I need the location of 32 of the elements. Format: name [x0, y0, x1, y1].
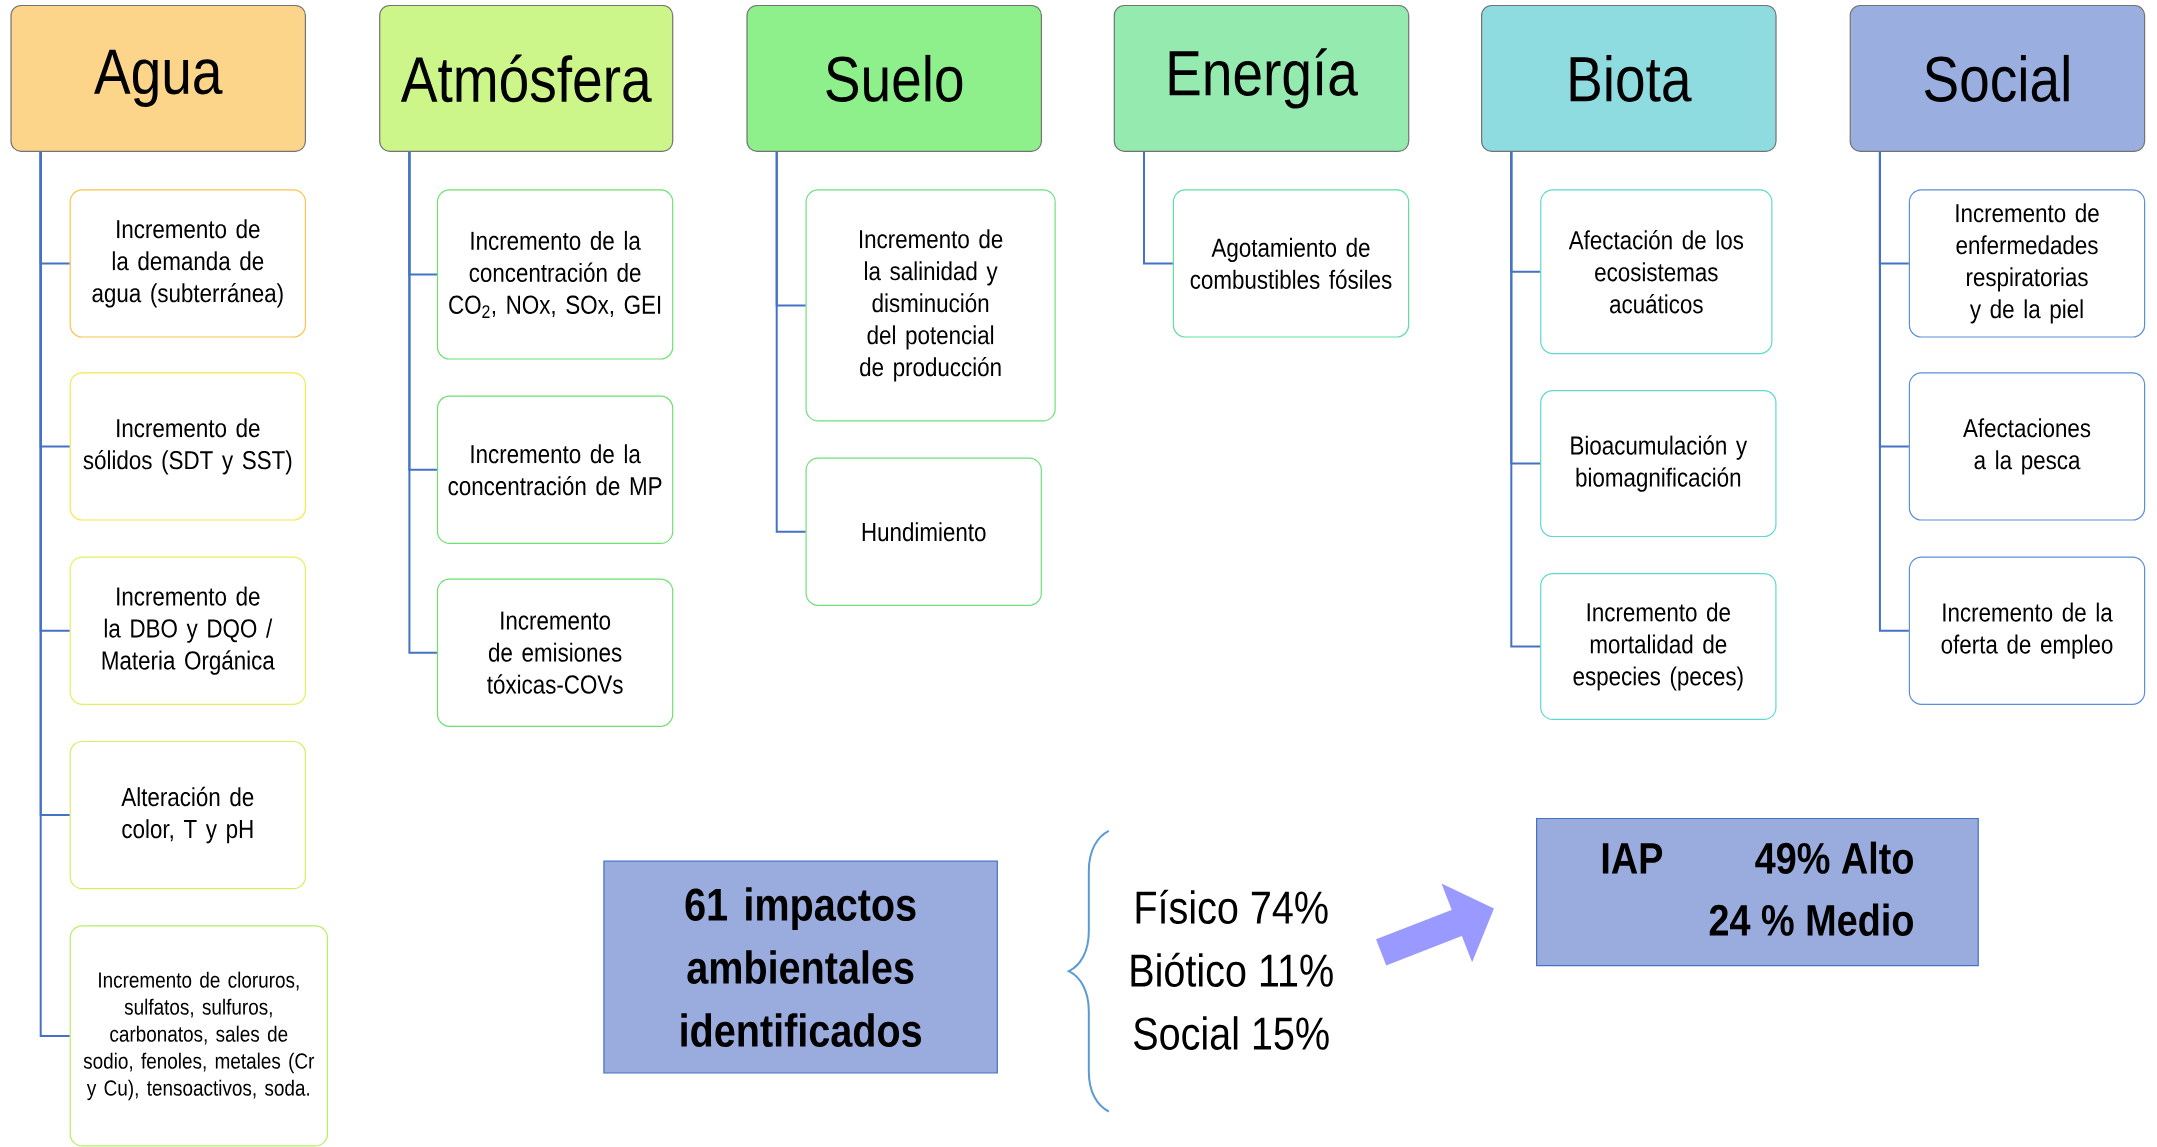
- result-box: IAP 49% Alto 24 % Medio: [1536, 817, 1979, 967]
- impact-box: Afectaciones a la pesca: [1908, 372, 2146, 521]
- header-box: Energía: [1113, 4, 1410, 152]
- percentage-list: Físico 74% Biótico 11% Social 15%: [1131, 889, 1333, 1050]
- header-box: Biota: [1481, 4, 1777, 152]
- impact-box: Afectación de los ecosistemas acuáticos: [1540, 189, 1773, 355]
- impact-box: Incremento de la DBO y DQO / Materia Orgánica: [69, 556, 306, 705]
- impact-box: Agotamiento de combustibles fósiles: [1172, 189, 1410, 338]
- tree-connector: [1143, 150, 1174, 265]
- impact-box: Incremento de sólidos (SDT y SST): [69, 372, 306, 521]
- impact-box: Incremento de la oferta de empleo: [1908, 556, 2146, 705]
- impact-box: Incremento de cloruros, sulfatos, sulfuros, carbonatos, sales de sodio, fenoles, metales (Cr y Cu), tensoactivos, soda.: [69, 925, 328, 1147]
- impact-box: Alteración de color, T y pH: [69, 740, 306, 890]
- impact-box: Incremento de la concentración de MP: [436, 395, 674, 544]
- impact-box: Incremento de la salinidad y disminución del potencial de producción: [805, 189, 1056, 422]
- tree-connector: [408, 150, 438, 654]
- header-box: Agua: [10, 4, 306, 152]
- impact-box: Incremento de la concentración de CO$_{2}$, NOx, SOx, GEI: [436, 189, 674, 360]
- header-box: Suelo: [746, 4, 1042, 152]
- tree-connector: [1878, 150, 1910, 632]
- impact-box: Incremento de emisiones tóxicas-COVs: [436, 578, 674, 727]
- impact-box: Incremento de enfermedades respiratorias y de la piel: [1908, 189, 2146, 338]
- impact-box: Bioacumulación y biomagnificación: [1540, 390, 1777, 538]
- summary-box: 61 impactos ambientales identificados: [603, 860, 998, 1074]
- impact-box: Incremento de mortalidad de especies (peces): [1540, 573, 1777, 720]
- tree-connector: [39, 150, 71, 1037]
- header-box: Social: [1849, 4, 2146, 152]
- tree-connector: [1510, 150, 1542, 648]
- impact-box: Hundimiento: [805, 457, 1042, 606]
- tree-connector: [775, 150, 807, 533]
- impact-box: Incremento de la demanda de agua (subterránea): [69, 189, 306, 338]
- header-box: Atmósfera: [379, 4, 674, 152]
